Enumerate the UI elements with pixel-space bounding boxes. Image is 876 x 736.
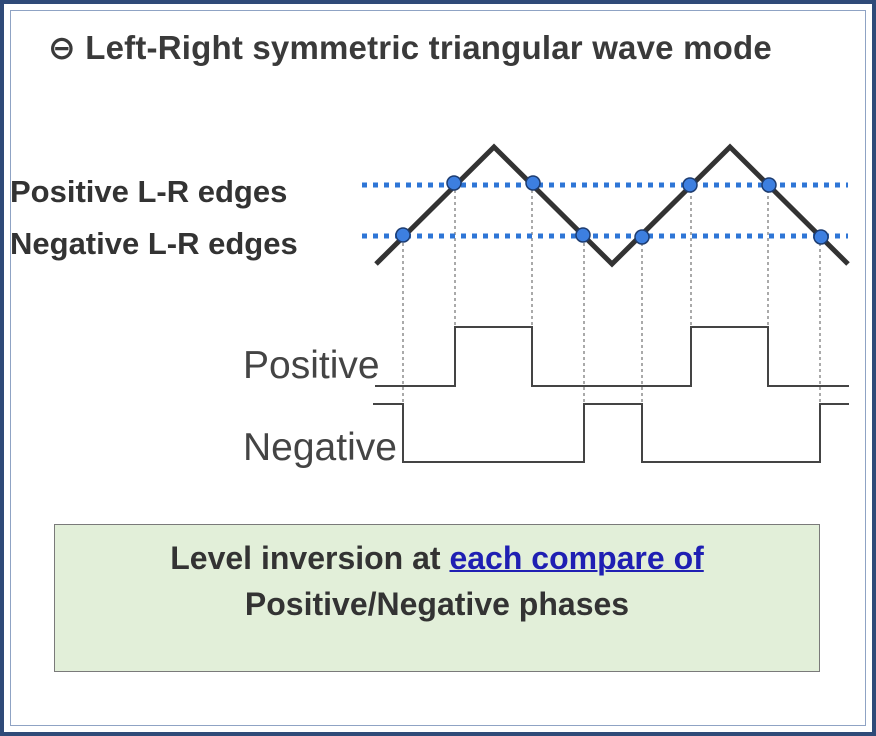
note-line-1: Level inversion at each compare of	[55, 535, 819, 581]
diagram-title: ⊖ Left-Right symmetric triangular wave m…	[48, 29, 772, 66]
positive-edges-label: Positive L-R edges	[10, 174, 288, 209]
note-text-before: Level inversion at	[170, 540, 450, 576]
compare-markers	[395, 175, 829, 245]
compare-marker	[446, 175, 462, 191]
negative-signal-label: Negative	[243, 426, 397, 469]
guide-lines	[402, 184, 821, 462]
compare-marker	[761, 177, 777, 193]
positive-output-wave	[375, 326, 849, 387]
note-link[interactable]: each compare of	[449, 540, 704, 576]
negative-output-wave	[373, 403, 849, 463]
positive-signal-label: Positive	[243, 344, 380, 387]
compare-marker	[525, 175, 541, 191]
compare-marker	[395, 227, 411, 243]
inner-border	[10, 10, 866, 726]
triangular-wave	[374, 143, 850, 268]
note-line-2: Positive/Negative phases	[244, 586, 630, 622]
compare-marker	[634, 229, 650, 245]
compare-marker	[813, 229, 829, 245]
negative-edges-label: Negative L-R edges	[10, 226, 298, 261]
compare-marker	[682, 177, 698, 193]
note-box: Level inversion at each compare of Posit…	[54, 524, 820, 672]
compare-marker	[575, 227, 591, 243]
